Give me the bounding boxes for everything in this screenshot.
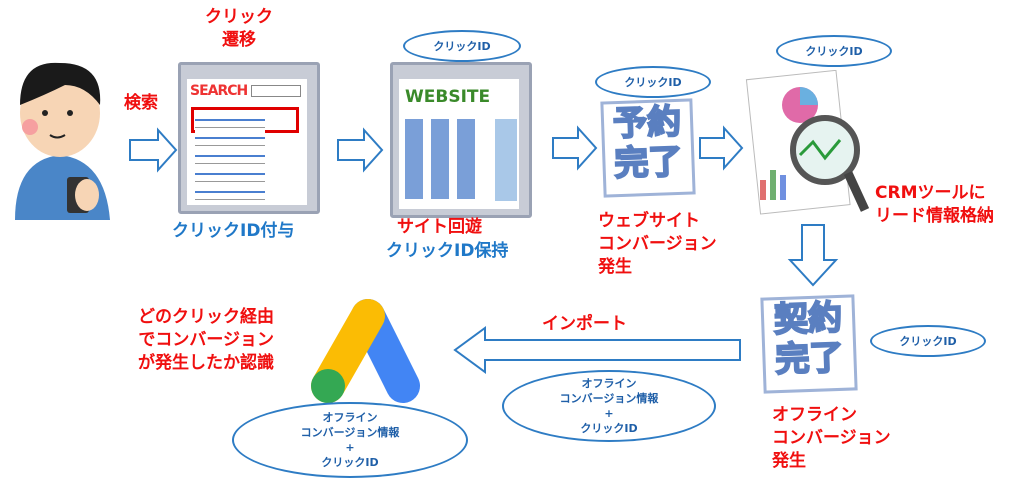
- crm-label: CRMツールに リード情報格納: [875, 183, 994, 226]
- arrow-right-2: [337, 127, 384, 173]
- contract-complete-stamp: 契約 完了: [760, 294, 858, 394]
- offline-info-bubble-2: オフライン コンバージョン情報 + クリックID: [232, 402, 468, 478]
- offline-info-bubble-1: オフライン コンバージョン情報 + クリックID: [502, 370, 716, 442]
- report-magnifier-illustration: [745, 70, 870, 215]
- website-browser: WEBSITE: [390, 62, 532, 218]
- click-id-bubble-3: クリックID: [776, 35, 892, 67]
- arrow-right-4: [699, 125, 744, 171]
- google-ads-logo: [311, 299, 420, 403]
- offline-conversion-label: オフライン コンバージョン 発生: [772, 405, 891, 471]
- arrow-down: [787, 224, 839, 287]
- reservation-complete-stamp: 予約 完了: [600, 98, 696, 198]
- arrow-right-1: [129, 127, 178, 173]
- click-id-keep-label: クリックID保持: [386, 241, 509, 261]
- website-sidebar: [495, 119, 517, 201]
- click-id-bubble-1: クリックID: [403, 30, 521, 62]
- recognition-label: どのクリック経由 でコンバージョン が発生したか認識: [138, 307, 274, 373]
- click-transition-label: クリック 遷移: [205, 7, 273, 50]
- website-logo: WEBSITE: [405, 87, 491, 107]
- click-id-assign-label: クリックID付与: [172, 221, 295, 241]
- search-results-browser: SEARCH: [178, 62, 320, 214]
- click-id-bubble-4: クリックID: [870, 325, 986, 357]
- click-id-bubble-2: クリックID: [595, 66, 711, 98]
- result-lines: [195, 113, 265, 201]
- site-browse-label: サイト回遊: [397, 217, 482, 237]
- arrow-left-import: [453, 326, 741, 374]
- search-box-icon: [251, 85, 301, 97]
- import-label: インポート: [542, 314, 627, 334]
- website-thumbnails: [405, 119, 479, 199]
- person-with-phone-illustration: [15, 62, 110, 220]
- search-label: 検索: [124, 93, 158, 113]
- search-logo: SEARCH: [190, 83, 248, 99]
- web-conversion-label: ウェブサイト コンバージョン 発生: [598, 211, 717, 277]
- arrow-right-3: [552, 125, 598, 171]
